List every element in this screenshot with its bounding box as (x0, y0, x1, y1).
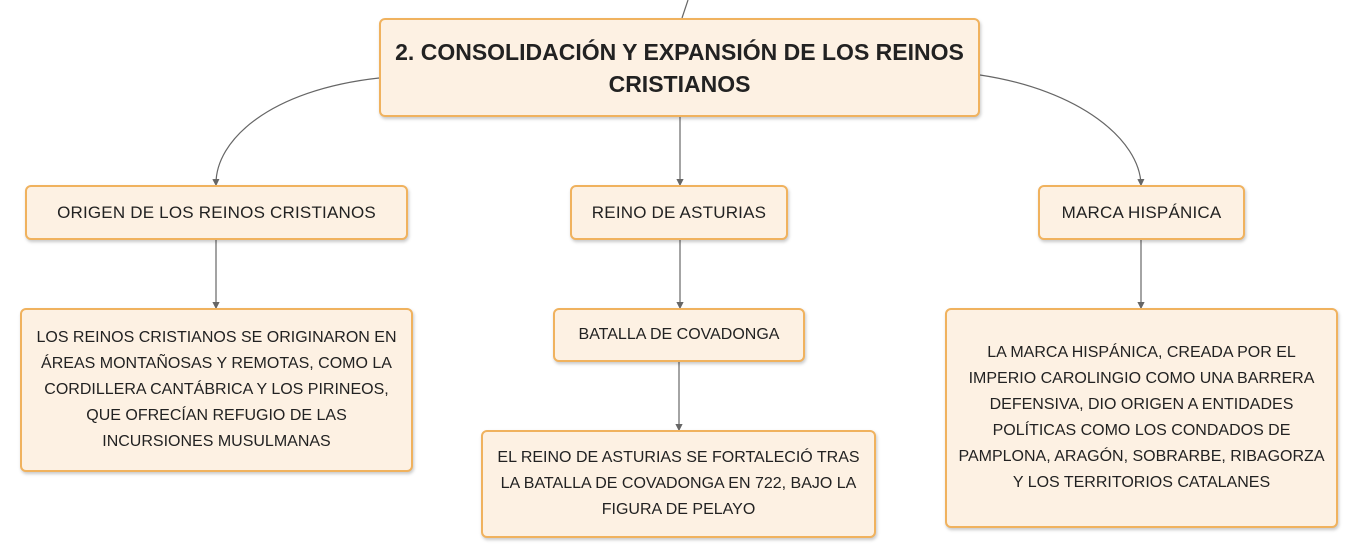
detail-node-covadonga[interactable]: EL REINO DE ASTURIAS SE FORTALECIÓ TRAS … (481, 430, 876, 538)
connector-root-to-origen (212, 77, 380, 187)
topic-label-origen: ORIGEN DE LOS REINOS CRISTIANOS (57, 202, 376, 222)
detail-node-marca[interactable]: LA MARCA HISPÁNICA, CREADA POR EL IMPERI… (945, 308, 1338, 528)
detail-node-origen[interactable]: LOS REINOS CRISTIANOS SE ORIGINARON EN Á… (20, 308, 413, 472)
connector-root-to-marca (979, 74, 1145, 187)
topic-node-asturias[interactable]: REINO DE ASTURIAS (570, 185, 788, 240)
root-node-label: 2. CONSOLIDACIÓN Y EXPANSIÓN DE LOS REIN… (395, 38, 964, 97)
subtopic-node-batalla[interactable]: BATALLA DE COVADONGA (553, 308, 805, 362)
topic-label-asturias: REINO DE ASTURIAS (591, 202, 767, 222)
subtopic-label-batalla: BATALLA DE COVADONGA (578, 326, 780, 343)
detail-text-covadonga: EL REINO DE ASTURIAS SE FORTALECIÓ TRAS … (497, 449, 860, 518)
connector-parent-to-root (681, 0, 689, 19)
detail-text-marca: LA MARCA HISPÁNICA, CREADA POR EL IMPERI… (958, 344, 1325, 491)
topic-label-marca: MARCA HISPÁNICA (1061, 202, 1222, 222)
root-node[interactable]: 2. CONSOLIDACIÓN Y EXPANSIÓN DE LOS REIN… (379, 18, 980, 117)
topic-node-marca[interactable]: MARCA HISPÁNICA (1038, 185, 1245, 240)
detail-text-origen: LOS REINOS CRISTIANOS SE ORIGINARON EN Á… (36, 329, 397, 450)
topic-node-origen[interactable]: ORIGEN DE LOS REINOS CRISTIANOS (25, 185, 408, 240)
